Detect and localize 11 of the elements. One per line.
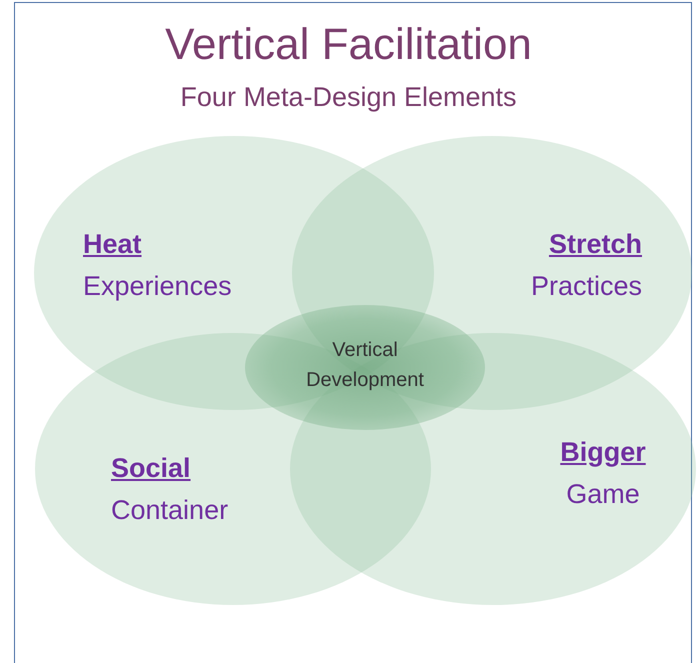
title: Vertical Facilitation <box>164 20 533 70</box>
center-label: Vertical Development <box>305 338 425 393</box>
element-label: Practices <box>530 273 642 300</box>
subtitle: Four Meta-Design Elements <box>179 82 518 113</box>
element-heading: Social <box>111 455 191 482</box>
element-label: Experiences <box>83 273 232 300</box>
element-label: Container <box>111 497 228 524</box>
element-heading: Heat <box>83 231 142 258</box>
element-heading: Bigger <box>559 439 647 466</box>
element-label: Game <box>565 481 641 508</box>
element-heading: Stretch <box>548 231 642 258</box>
